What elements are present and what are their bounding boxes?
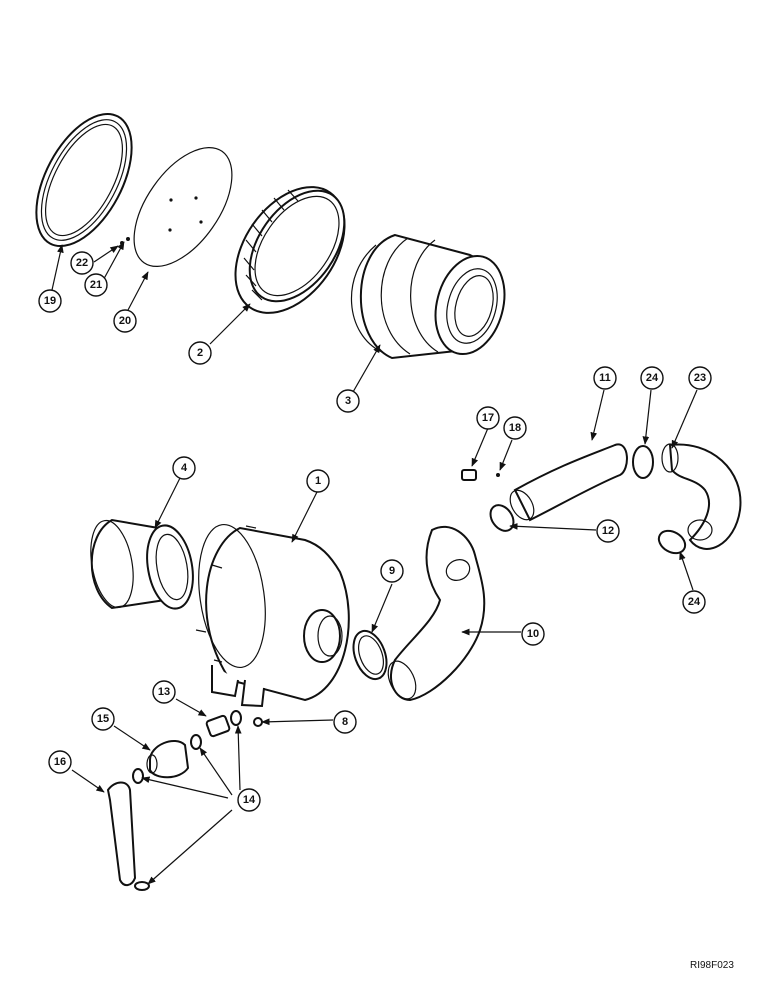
valve-15: [146, 740, 190, 779]
callout-label: 16: [54, 756, 66, 768]
callout-label: 20: [119, 315, 131, 327]
bolt-8: [253, 717, 263, 727]
small-hardware-21-22: [120, 237, 130, 245]
callout-label: 15: [97, 713, 109, 725]
callout-23: 23: [688, 366, 712, 390]
callout-label: 3: [345, 395, 351, 407]
pipe-11: [509, 443, 628, 522]
callout-label: 1: [315, 475, 321, 487]
cover-2: [234, 186, 346, 314]
callout-label: 22: [76, 257, 88, 269]
clamp-9: [352, 629, 388, 681]
callout-20: 20: [113, 309, 137, 333]
fitting-18: [496, 473, 500, 477]
callout-label: 23: [694, 372, 706, 384]
callout-label: 24: [646, 372, 659, 384]
callout-label: 13: [158, 686, 170, 698]
safety-element-4: [90, 518, 194, 610]
diagram-reference-code: RI98F023: [690, 960, 734, 971]
callout-24-upper: 24: [640, 366, 664, 390]
connector-13: [205, 714, 231, 738]
callout-label: 24: [688, 596, 701, 608]
callout-4: 4: [172, 456, 196, 480]
callout-label: 8: [342, 716, 348, 728]
callout-label: 14: [243, 794, 256, 806]
callout-label: 10: [527, 628, 539, 640]
callout-label: 11: [599, 372, 611, 384]
hose-10: [387, 525, 486, 702]
callout-16: 16: [48, 750, 72, 774]
gasket-plate-20: [133, 146, 233, 268]
callout-2: 2: [188, 341, 212, 365]
leader-lines: [51, 241, 698, 885]
callout-21: 21: [84, 273, 108, 297]
callout-1: 1: [306, 469, 330, 493]
callout-12: 12: [596, 519, 620, 543]
callout-19: 19: [38, 289, 62, 313]
filter-element-3: [350, 233, 506, 360]
callout-17: 17: [476, 406, 500, 430]
callout-22: 22: [70, 251, 94, 275]
callout-label: 17: [482, 412, 494, 424]
callout-label: 12: [602, 525, 614, 537]
callout-label: 19: [44, 295, 56, 307]
callout-label: 9: [389, 565, 395, 577]
callout-3: 3: [336, 389, 360, 413]
callout-label: 21: [90, 279, 102, 291]
callout-14: 14: [237, 788, 261, 812]
callout-18: 18: [503, 416, 527, 440]
callout-24-lower: 24: [682, 590, 706, 614]
air-cleaner-housing-1: [195, 523, 350, 708]
fitting-17: [461, 469, 477, 481]
seal-ring-19: [35, 112, 133, 248]
callout-label: 18: [509, 422, 521, 434]
callout-9: 9: [380, 559, 404, 583]
tube-16: [106, 781, 137, 886]
clamp-12: [489, 504, 515, 532]
callout-15: 15: [91, 707, 115, 731]
callout-label: 2: [197, 347, 203, 359]
callout-8: 8: [333, 710, 357, 734]
clamps-14: [132, 710, 242, 891]
callout-10: 10: [521, 622, 545, 646]
callout-label: 4: [181, 462, 188, 474]
clamp-24-lower: [657, 529, 687, 555]
callout-11: 11: [593, 366, 617, 390]
callout-13: 13: [152, 680, 176, 704]
clamp-24-upper: [632, 445, 654, 479]
elbow-23: [661, 443, 742, 550]
